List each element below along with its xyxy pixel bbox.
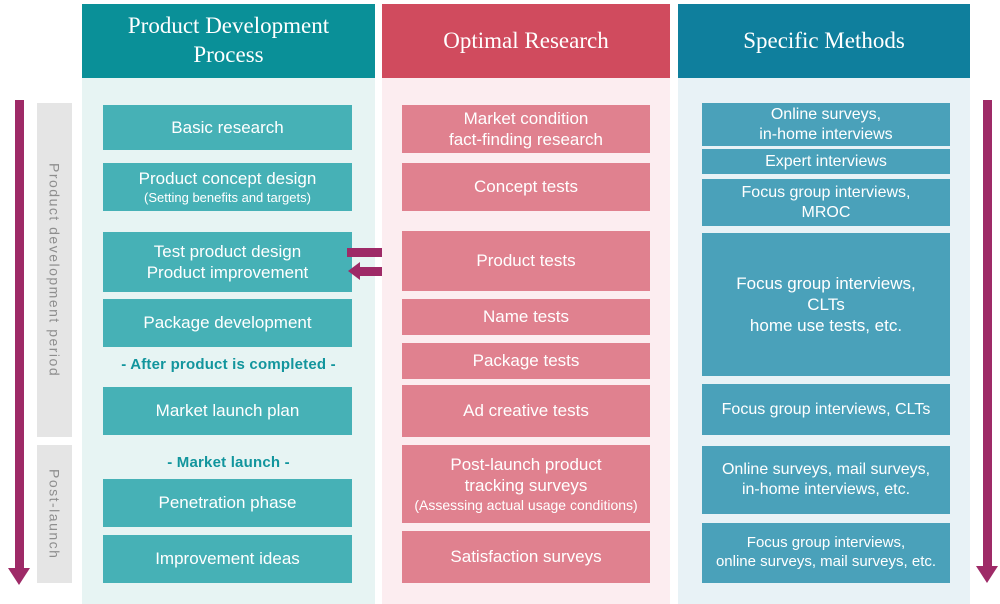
- research-box-package-tests: Package tests: [402, 343, 650, 379]
- research-box-name-tests: Name tests: [402, 299, 650, 335]
- methods-column-title: Specific Methods: [743, 27, 905, 53]
- process-box-concept-design: Product concept design (Setting benefits…: [103, 163, 352, 211]
- methods-box-fgi-online-mail: Focus group interviews, online surveys, …: [702, 523, 950, 583]
- note-after-product-completed: - After product is completed -: [121, 356, 336, 373]
- methods-column-header: Specific Methods: [678, 4, 970, 78]
- methods-box-fgi-mroc: Focus group interviews, MROC: [702, 179, 950, 226]
- phase-bar-product-development-period: Product development period: [37, 103, 72, 437]
- methods-box-fgi-mroc-label: Focus group interviews, MROC: [741, 183, 911, 221]
- research-box-tracking-surveys-subtext: (Assessing actual usage conditions): [414, 496, 638, 513]
- process-column-header: Product Development Process: [82, 4, 375, 78]
- research-box-tracking-surveys: Post-launch product tracking surveys (As…: [402, 445, 650, 523]
- research-box-satisfaction-surveys: Satisfaction surveys: [402, 531, 650, 583]
- research-box-package-tests-label: Package tests: [472, 351, 580, 371]
- research-column-header: Optimal Research: [382, 4, 670, 78]
- methods-box-expert-interviews: Expert interviews: [702, 149, 950, 174]
- methods-box-online-mail-inhome: Online surveys, mail surveys, in-home in…: [702, 446, 950, 514]
- process-box-market-launch-plan-label: Market launch plan: [155, 401, 300, 421]
- process-box-penetration-phase: Penetration phase: [103, 479, 352, 527]
- phase-label-post-launch: Post-launch: [46, 468, 63, 560]
- methods-box-fgi-clt-hut: Focus group interviews, CLTs home use te…: [702, 233, 950, 376]
- phase-bar-post-launch: Post-launch: [37, 445, 72, 583]
- left-timeline-down-arrow-icon: [8, 568, 30, 585]
- methods-box-fgi-clt-hut-label: Focus group interviews, CLTs home use te…: [736, 273, 916, 336]
- research-box-concept-tests-label: Concept tests: [474, 177, 578, 197]
- research-box-tracking-surveys-label: Post-launch product tracking surveys: [450, 455, 602, 496]
- phase-label-product-development-period: Product development period: [46, 162, 63, 378]
- process-box-basic-research-label: Basic research: [171, 117, 284, 137]
- research-box-product-tests-label: Product tests: [476, 251, 576, 271]
- process-box-concept-design-label: Product concept design: [138, 169, 317, 189]
- process-box-test-product-design-label: Test product design Product improvement: [146, 241, 309, 282]
- methods-box-fgi-online-mail-label: Focus group interviews, online surveys, …: [715, 534, 937, 570]
- right-timeline-arrow-shaft: [983, 100, 992, 566]
- research-box-market-condition-label: Market condition fact-finding research: [448, 108, 604, 149]
- research-box-product-tests: Product tests: [402, 231, 650, 291]
- research-box-ad-creative-tests-label: Ad creative tests: [463, 401, 589, 421]
- methods-box-online-mail-inhome-label: Online surveys, mail surveys, in-home in…: [721, 461, 931, 498]
- research-box-satisfaction-surveys-label: Satisfaction surveys: [450, 547, 602, 567]
- left-timeline-arrow-shaft: [15, 100, 24, 568]
- research-box-market-condition: Market condition fact-finding research: [402, 105, 650, 153]
- note-market-launch: - Market launch -: [167, 454, 290, 471]
- process-box-basic-research: Basic research: [103, 105, 352, 150]
- methods-box-expert-interviews-label: Expert interviews: [765, 152, 887, 170]
- process-box-improvement-ideas: Improvement ideas: [103, 535, 352, 583]
- feedback-right-arrow-shaft: [347, 248, 397, 257]
- methods-box-fgi-clt-label: Focus group interviews, CLTs: [721, 400, 931, 418]
- methods-box-online-inhome: Online surveys, in-home interviews: [702, 103, 950, 146]
- research-box-ad-creative-tests: Ad creative tests: [402, 385, 650, 437]
- process-box-market-launch-plan: Market launch plan: [103, 387, 352, 435]
- methods-box-fgi-clt: Focus group interviews, CLTs: [702, 384, 950, 435]
- process-box-test-product-design: Test product design Product improvement: [103, 232, 352, 292]
- methods-box-online-inhome-label: Online surveys, in-home interviews: [759, 105, 893, 143]
- right-timeline-down-arrow-icon: [976, 566, 998, 583]
- process-box-package-development: Package development: [103, 299, 352, 347]
- process-box-package-development-label: Package development: [143, 313, 312, 333]
- process-column-title: Product Development Process: [127, 13, 330, 67]
- feedback-left-arrow-icon: [348, 262, 360, 280]
- research-box-name-tests-label: Name tests: [483, 307, 569, 327]
- research-column-background: [382, 78, 670, 604]
- process-box-improvement-ideas-label: Improvement ideas: [155, 549, 300, 569]
- research-column-title: Optimal Research: [443, 27, 609, 53]
- process-box-penetration-phase-label: Penetration phase: [158, 493, 297, 513]
- process-box-concept-design-subtext: (Setting benefits and targets): [144, 189, 311, 205]
- research-box-concept-tests: Concept tests: [402, 163, 650, 211]
